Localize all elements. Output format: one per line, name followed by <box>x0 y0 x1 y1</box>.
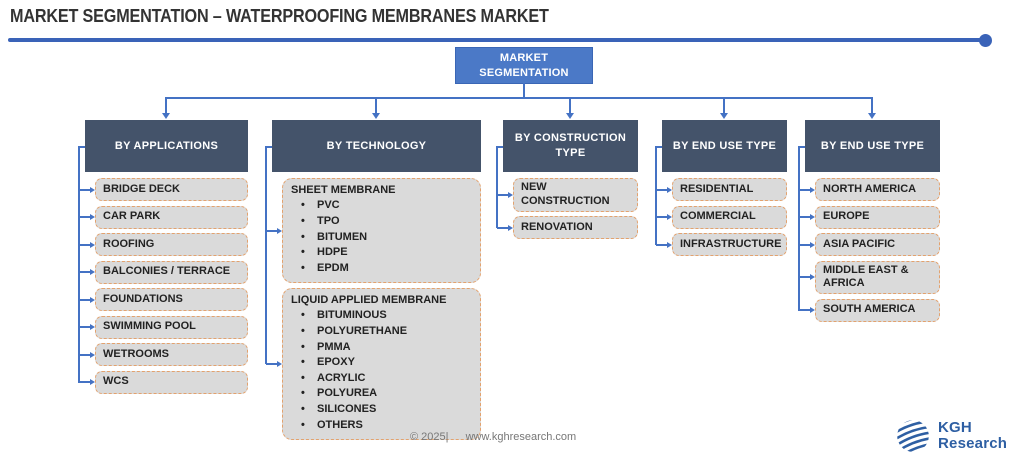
segment-item: FOUNDATIONS <box>95 288 248 311</box>
segment-item-label: WETROOMS <box>103 347 169 360</box>
segment-item-label: FOUNDATIONS <box>103 292 183 305</box>
segment-item: RENOVATION <box>513 216 638 239</box>
group-title: LIQUID APPLIED MEMBRANE <box>291 293 447 306</box>
segment-item: EUROPE <box>815 205 940 229</box>
segment-item-label: COMMERCIAL <box>680 210 756 223</box>
segment-item: NEW CONSTRUCTION <box>513 178 638 212</box>
segment-item-label: EUROPE <box>823 210 870 223</box>
bullet-item: BITUMEN <box>291 230 472 246</box>
bullet-item: POLYURETHANE <box>291 324 472 340</box>
segment-item: RESIDENTIAL <box>672 178 787 201</box>
segment-column-by-applications: BY APPLICATIONS BRIDGE DECK CAR PARK ROOFIN… <box>78 120 248 394</box>
footer-website-link[interactable]: www.kghresearch.com <box>465 431 577 443</box>
segment-column-by-region: BY END USE TYPE NORTH AMERICA EUROPE ASIA P… <box>798 120 940 322</box>
bullet-item: EPOXY <box>291 355 472 371</box>
logo-line1: KGH <box>938 419 972 437</box>
logo-text: KGH Research <box>938 420 1007 452</box>
group-title: SHEET MEMBRANE <box>291 184 396 196</box>
segment-item-label: NEW CONSTRUCTION <box>521 181 610 207</box>
column-connector-line <box>655 146 662 245</box>
segment-item-label: WCS <box>103 375 129 388</box>
segment-item-label: SWIMMING POOL <box>103 320 196 333</box>
column-header: BY END USE TYPE <box>662 120 787 172</box>
footer-copyright: © 2025| <box>410 431 449 443</box>
segment-item: BALCONIES / TERRACE <box>95 260 248 284</box>
segment-item-label: MIDDLE EAST & AFRICA <box>823 263 909 290</box>
underline-end-dot <box>979 33 992 47</box>
segment-item-label: INFRASTRUCTURE <box>680 237 782 250</box>
segment-item: BRIDGE DECK <box>95 178 248 201</box>
segment-item: WCS <box>95 370 248 394</box>
bullet-item: ACRYLIC <box>291 371 472 387</box>
bullet-item: OTHERS <box>291 418 472 434</box>
segment-item: WETROOMS <box>95 343 248 366</box>
segment-item-label: BRIDGE DECK <box>103 182 181 195</box>
tree-connector-arrow-5 <box>868 97 876 119</box>
bullet-item: BITUMINOUS <box>291 308 472 324</box>
column-header: BY CONSTRUCTION TYPE <box>503 120 638 172</box>
segment-item: COMMERCIAL <box>672 205 787 229</box>
segment-item: SWIMMING POOL <box>95 315 248 339</box>
segment-item: ROOFING <box>95 233 248 256</box>
segment-item: NORTH AMERICA <box>815 178 940 201</box>
segment-item-label: BALCONIES / TERRACE <box>103 265 231 278</box>
footer: © 2025| www.kghresearch.com <box>410 431 576 443</box>
segment-item-label: SOUTH AMERICA <box>823 303 916 316</box>
tree-connector-arrow-2 <box>372 97 380 119</box>
segment-group: LIQUID APPLIED MEMBRANEBITUMINOUSPOLYURE… <box>282 287 481 441</box>
column-header: BY END USE TYPE <box>805 120 940 172</box>
column-connector-line <box>78 146 85 383</box>
bullet-item: SILICONES <box>291 402 472 418</box>
segment-item-label: RENOVATION <box>521 220 593 233</box>
segment-item-label: NORTH AMERICA <box>823 182 917 195</box>
segment-item-label: CAR PARK <box>103 210 161 223</box>
segment-group: SHEET MEMBRANE PVCTPOBITUMENHDPEEPDM <box>282 178 481 284</box>
segment-column-by-technology: BY TECHNOLOGY SHEET MEMBRANE PVCTPOBITUMEN… <box>265 120 481 441</box>
tree-connector-stub <box>523 83 525 98</box>
segment-item: INFRASTRUCTURE <box>672 233 787 256</box>
segment-column-by-end-use-type: BY END USE TYPE RESIDENTIAL COMMERCIAL INFR… <box>655 120 787 256</box>
segment-column-by-construction-type: BY CONSTRUCTION TYPE NEW CONSTRUCTION RENO… <box>496 120 638 239</box>
tree-connector-hline <box>166 97 872 99</box>
bullet-item: TPO <box>291 214 472 230</box>
column-header: BY APPLICATIONS <box>85 120 248 172</box>
logo-line2: Research <box>938 435 1008 452</box>
segment-item: ASIA PACIFIC <box>815 233 940 256</box>
segment-item-label: ROOFING <box>103 237 155 250</box>
bullet-item: PVC <box>291 198 472 214</box>
kgh-research-logo: KGH Research <box>893 416 1007 456</box>
segment-item: SOUTH AMERICA <box>815 298 940 322</box>
bullet-item: POLYUREA <box>291 386 472 402</box>
column-connector-line <box>798 146 805 311</box>
title-underline <box>8 33 992 47</box>
root-node-market-segmentation: MARKET SEGMENTATION <box>455 47 593 84</box>
tree-connector-arrow-3 <box>566 97 574 119</box>
tree-connector-arrow-4 <box>720 97 728 119</box>
column-connector-line <box>265 146 272 364</box>
bullet-item: EPDM <box>291 261 472 277</box>
segment-item: MIDDLE EAST & AFRICA <box>815 260 940 294</box>
bullet-item: PMMA <box>291 340 472 356</box>
column-connector-line <box>496 146 503 228</box>
bullet-item: HDPE <box>291 245 472 261</box>
segment-item-label: RESIDENTIAL <box>680 182 754 195</box>
globe-icon <box>893 416 933 456</box>
column-header: BY TECHNOLOGY <box>272 120 481 172</box>
segment-item-label: ASIA PACIFIC <box>823 237 896 250</box>
segment-item: CAR PARK <box>95 205 248 229</box>
page-title: MARKET SEGMENTATION – WATERPROOFING MEMB… <box>10 6 549 26</box>
tree-connector-arrow-1 <box>162 97 170 119</box>
